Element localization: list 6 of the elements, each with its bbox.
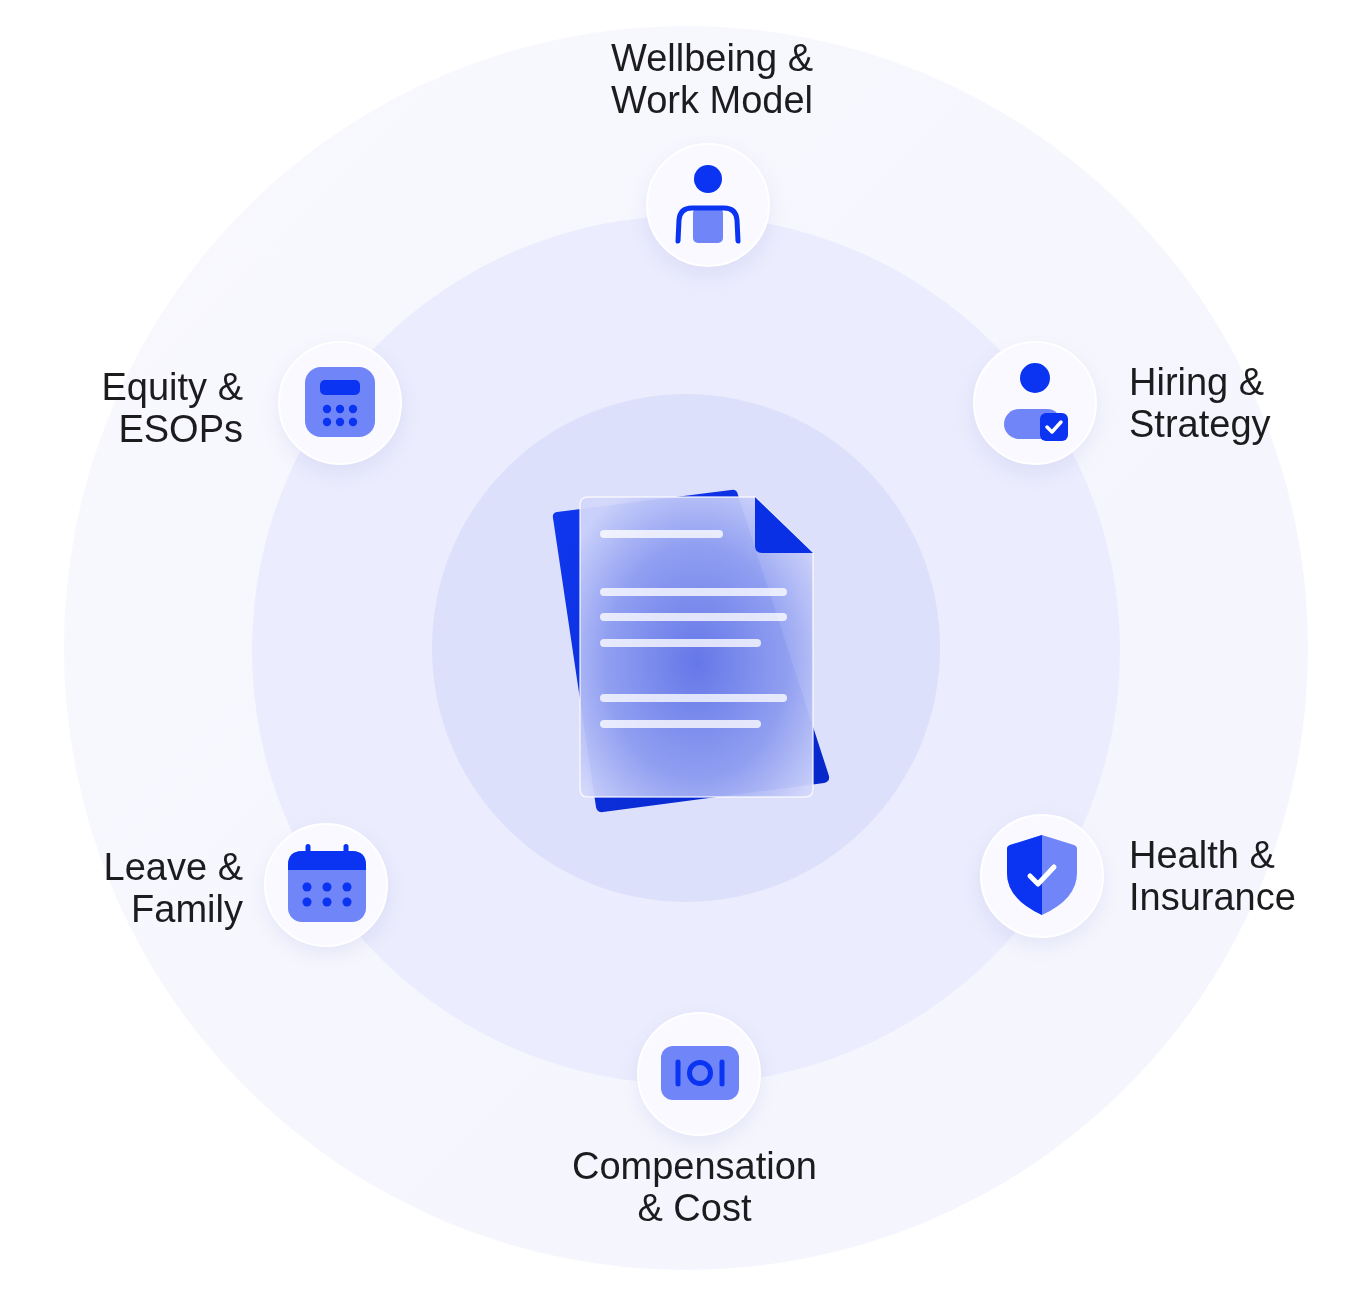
- category-label: Hiring & Strategy: [1129, 361, 1272, 445]
- category-label: Equity & ESOPs: [100, 366, 243, 450]
- category-label: Compensation & Cost: [571, 1145, 818, 1229]
- category-label: Health & Insurance: [1129, 834, 1297, 918]
- category-label: Leave & Family: [102, 846, 243, 930]
- category-label: Wellbeing & Work Model: [610, 37, 814, 121]
